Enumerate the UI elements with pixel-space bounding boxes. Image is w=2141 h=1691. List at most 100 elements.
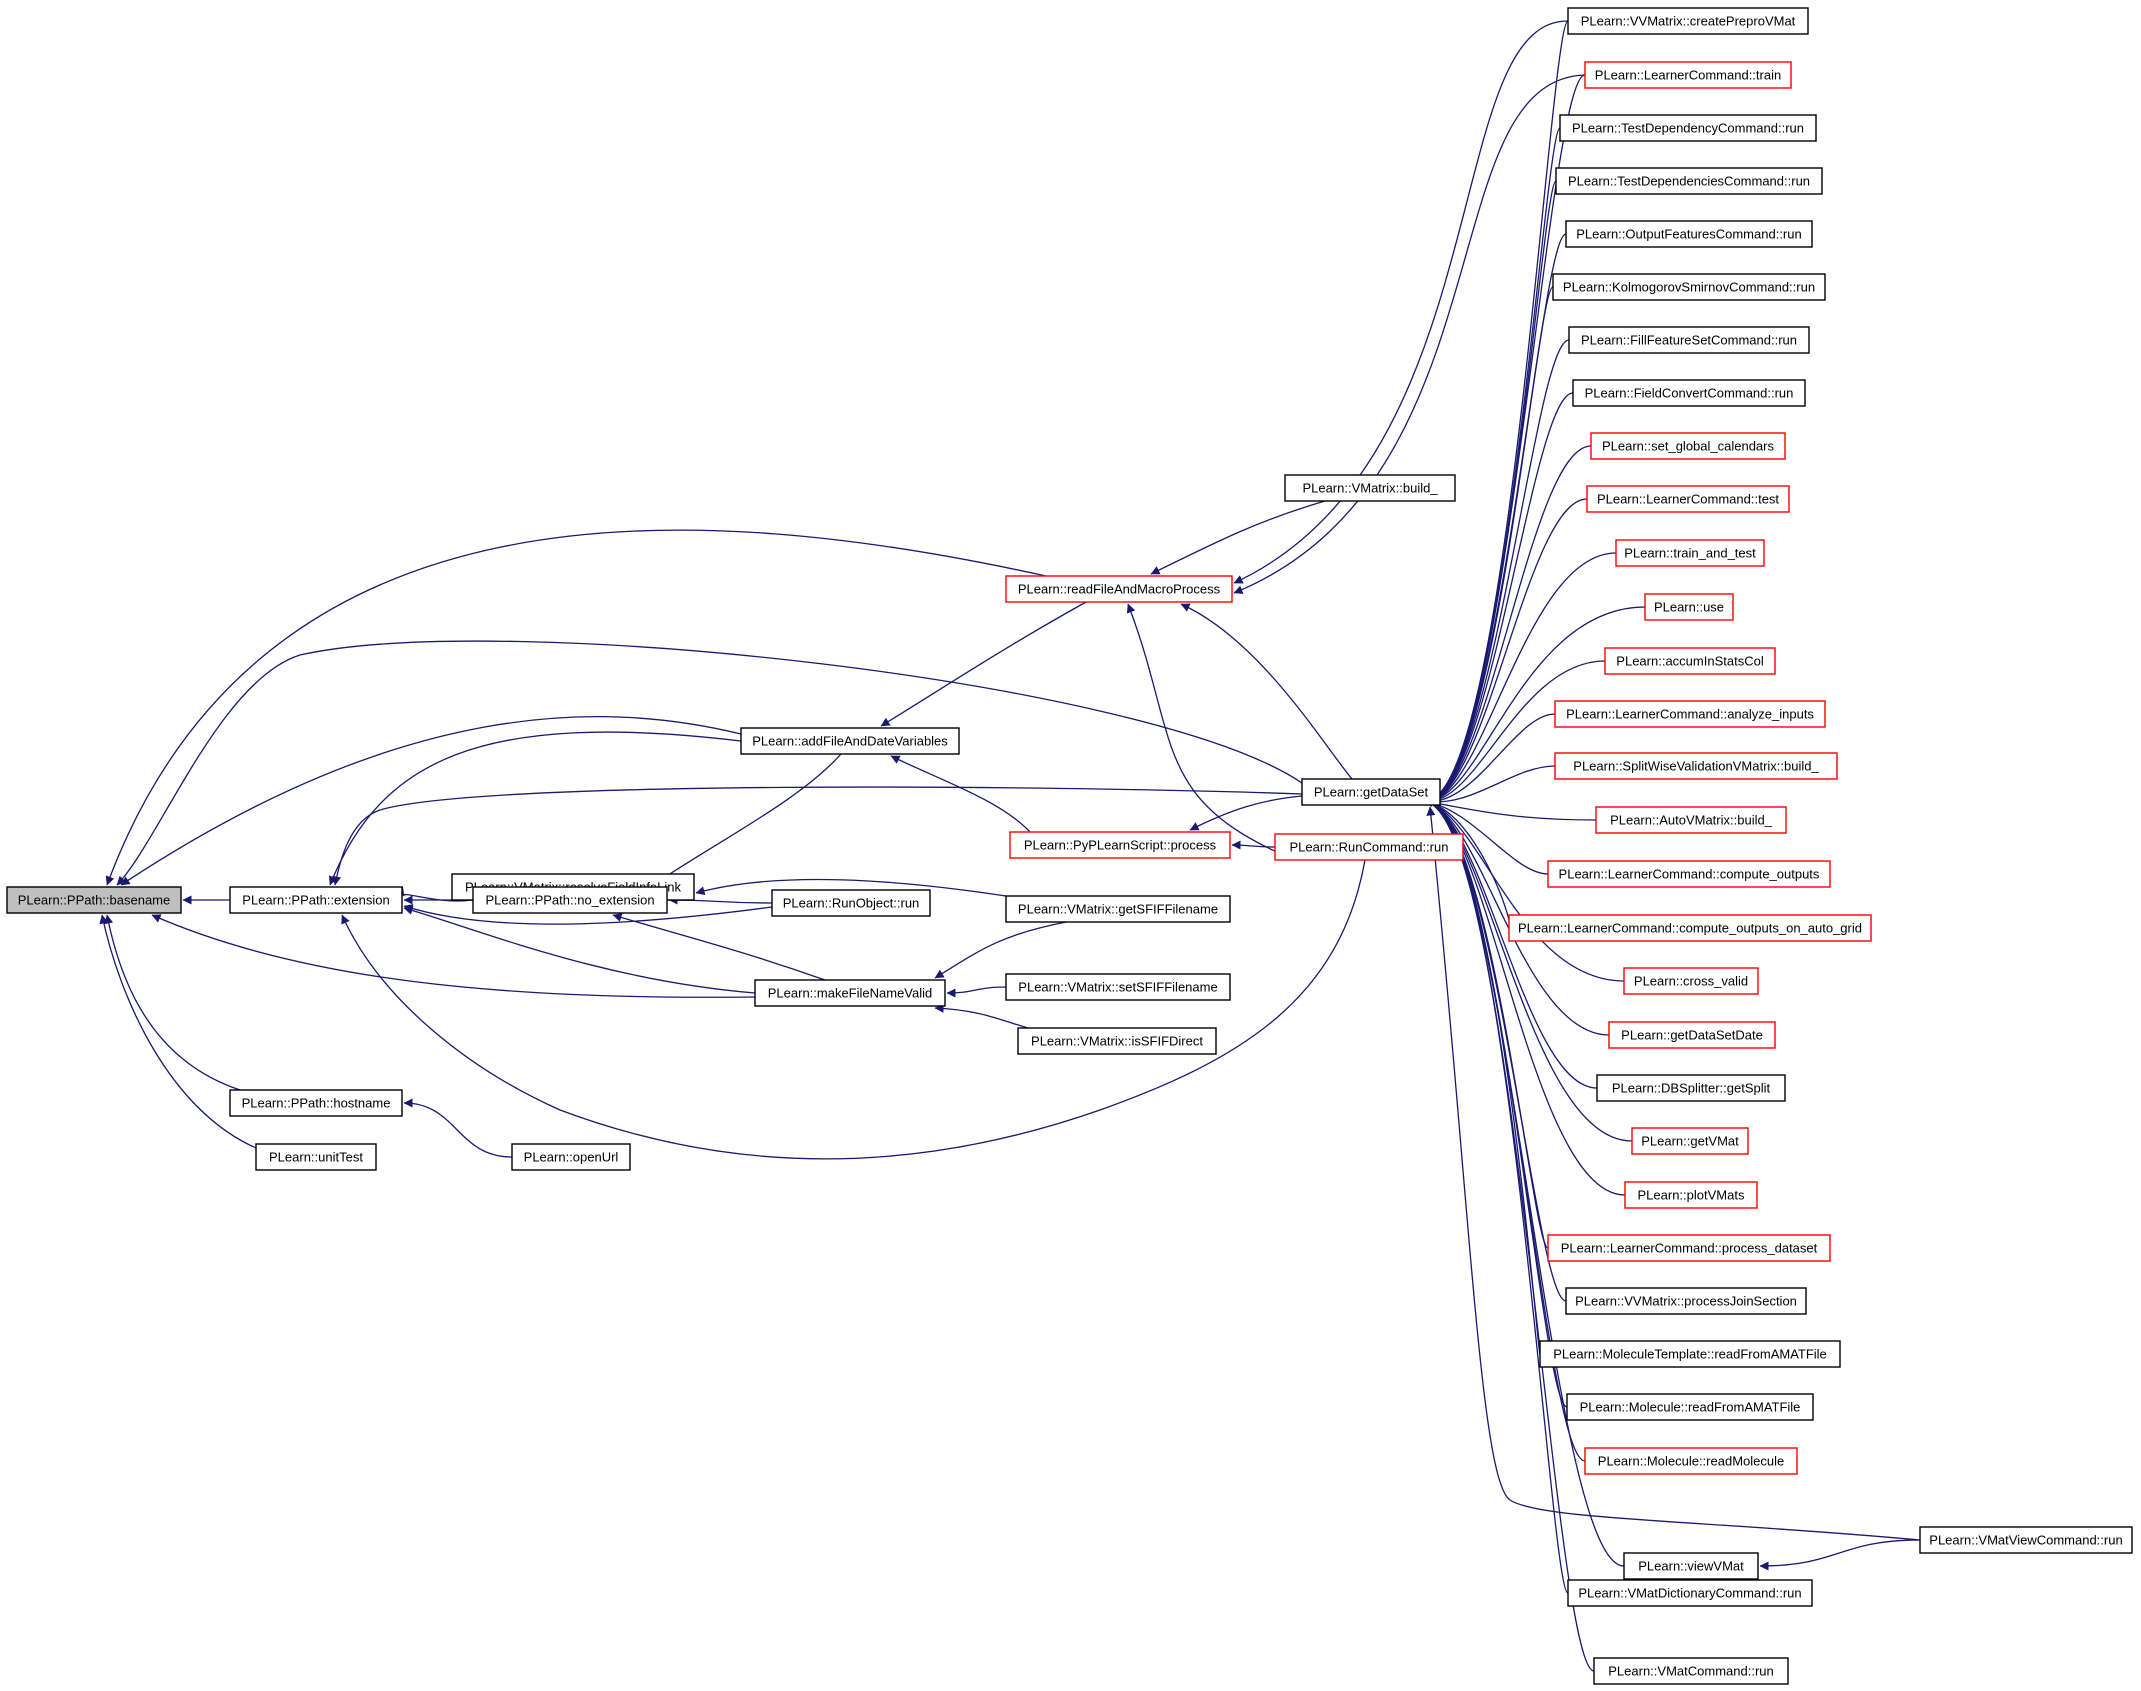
- call-edge: [1423, 713, 1556, 807]
- node-box: [1554, 700, 1826, 728]
- node-label: PLearn::set_global_calendars: [1602, 439, 1775, 454]
- node-autovmatrix-build-[interactable]: PLearn::AutoVMatrix::build_: [1595, 806, 1787, 834]
- node-issfifdirect[interactable]: PLearn::VMatrix::isSFIFDirect: [1017, 1027, 1217, 1055]
- node-box: [1623, 967, 1759, 995]
- node-accuminstatscol[interactable]: PLearn::accumInStatsCol: [1604, 647, 1776, 675]
- node-label: PLearn::LearnerCommand::compute_outputs: [1559, 867, 1820, 882]
- node-getvmat[interactable]: PLearn::getVMat: [1631, 1127, 1749, 1155]
- node-box: [255, 1143, 377, 1171]
- call-edge: [1759, 1539, 1921, 1571]
- node-box: [1624, 1181, 1758, 1209]
- call-edge: [1423, 445, 1592, 807]
- node-testdependenciescommand-run[interactable]: PLearn::TestDependenciesCommand::run: [1555, 167, 1823, 195]
- node-analyze-inputs[interactable]: PLearn::LearnerCommand::analyze_inputs: [1554, 700, 1826, 728]
- node-cross-valid[interactable]: PLearn::cross_valid: [1623, 967, 1759, 995]
- call-edge: [1423, 797, 1567, 1302]
- call-edge: [332, 786, 1303, 886]
- node-box: [229, 886, 403, 914]
- node-box: [1547, 1234, 1831, 1262]
- node-molecule-readfromamatfile[interactable]: PLearn::Molecule::readFromAMATFile: [1566, 1393, 1814, 1421]
- node-getdataset[interactable]: PLearn::getDataSet: [1301, 778, 1441, 806]
- node-learnercommand-test[interactable]: PLearn::LearnerCommand::test: [1586, 485, 1790, 513]
- call-edge: [341, 859, 1366, 1160]
- node-viewvmat[interactable]: PLearn::viewVMat: [1623, 1552, 1759, 1580]
- node-readmolecule[interactable]: PLearn::Molecule::readMolecule: [1584, 1447, 1798, 1475]
- node-label: PLearn::FillFeatureSetCommand::run: [1581, 333, 1797, 348]
- node-label: PLearn::PPath::basename: [18, 893, 171, 908]
- node-runcommand-run[interactable]: PLearn::RunCommand::run: [1274, 833, 1464, 861]
- node-vmatdictionarycommand-run[interactable]: PLearn::VMatDictionaryCommand::run: [1567, 1579, 1813, 1607]
- node-setsfiffilename[interactable]: PLearn::VMatrix::setSFIFFilename: [1005, 973, 1231, 1001]
- call-edge: [1423, 552, 1617, 807]
- node-pyplearnscript-process[interactable]: PLearn::PyPLearnScript::process: [1009, 831, 1231, 859]
- node-box: [1919, 1526, 2133, 1554]
- node-testdependencycommand-run[interactable]: PLearn::TestDependencyCommand::run: [1559, 114, 1817, 142]
- node-box: [1593, 1657, 1789, 1685]
- call-edge: [329, 731, 742, 886]
- node-label: PLearn::LearnerCommand::analyze_inputs: [1566, 707, 1814, 722]
- node-no-extension[interactable]: PLearn::PPath::no_extension: [472, 886, 668, 914]
- node-getdatasetdate[interactable]: PLearn::getDataSetDate: [1608, 1021, 1776, 1049]
- node-compute-outputs-on-auto-grid[interactable]: PLearn::LearnerCommand::compute_outputs_…: [1508, 914, 1872, 942]
- node-box: [1274, 833, 1464, 861]
- call-edge: [1423, 797, 1598, 1089]
- node-label: PLearn::SplitWiseValidationVMatrix::buil…: [1573, 759, 1819, 774]
- node-vmatviewcommand-run[interactable]: PLearn::VMatViewCommand::run: [1919, 1526, 2133, 1554]
- node-moleculetemplate-readfromamatfile[interactable]: PLearn::MoleculeTemplate::readFromAMATFi…: [1539, 1340, 1841, 1368]
- node-outputfeaturescommand-run[interactable]: PLearn::OutputFeaturesCommand::run: [1565, 220, 1813, 248]
- node-label: PLearn::VMatrix::build_: [1302, 481, 1438, 496]
- node-box: [1301, 778, 1441, 806]
- node-box: [1631, 1127, 1749, 1155]
- node-box: [1565, 1287, 1807, 1315]
- node-unittest[interactable]: PLearn::unitTest: [255, 1143, 377, 1171]
- node-readfileandmacroprocess[interactable]: PLearn::readFileAndMacroProcess: [1005, 575, 1233, 603]
- edge-layer: [99, 20, 1921, 1672]
- call-edge: [104, 914, 241, 1091]
- node-createpreprovmat[interactable]: PLearn::VVMatrix::createPreproVMat: [1567, 7, 1809, 35]
- node-box: [1547, 860, 1831, 888]
- node-fillfeaturesetcommand-run[interactable]: PLearn::FillFeatureSetCommand::run: [1568, 326, 1810, 354]
- node-fieldconvertcommand-run[interactable]: PLearn::FieldConvertCommand::run: [1572, 379, 1806, 407]
- node-label: PLearn::getDataSetDate: [1621, 1028, 1763, 1043]
- call-edge: [1150, 500, 1326, 575]
- node-box: [1572, 379, 1806, 407]
- node-runobject-run[interactable]: PLearn::RunObject::run: [771, 889, 931, 917]
- node-box: [1584, 1447, 1798, 1475]
- node-compute-outputs[interactable]: PLearn::LearnerCommand::compute_outputs: [1547, 860, 1831, 888]
- node-box: [472, 886, 668, 914]
- node-box: [1615, 539, 1765, 567]
- node-box: [740, 727, 960, 755]
- node-set-global-calendars[interactable]: PLearn::set_global_calendars: [1590, 432, 1786, 460]
- call-edge: [652, 753, 842, 886]
- call-edge: [1423, 392, 1574, 807]
- node-makefilenamevalid[interactable]: PLearn::makeFileNameValid: [754, 979, 946, 1007]
- node-openurl[interactable]: PLearn::openUrl: [511, 1143, 631, 1171]
- call-edge: [116, 640, 1303, 886]
- node-layer: PLearn::PPath::basename PLearn::PPath::ex…: [6, 7, 2133, 1685]
- node-process-dataset[interactable]: PLearn::LearnerCommand::process_dataset: [1547, 1234, 1831, 1262]
- node-box: [6, 886, 182, 914]
- node-vmatcommand-run[interactable]: PLearn::VMatCommand::run: [1593, 1657, 1789, 1685]
- node-box: [1623, 1552, 1759, 1580]
- node-hostname[interactable]: PLearn::PPath::hostname: [229, 1089, 403, 1117]
- node-label: PLearn::use: [1654, 600, 1724, 615]
- node-dbsplitter-getsplit[interactable]: PLearn::DBSplitter::getSplit: [1596, 1074, 1786, 1102]
- node-vmatrix-build-[interactable]: PLearn::VMatrix::build_: [1284, 474, 1456, 502]
- node-getsfiffilename[interactable]: PLearn::VMatrix::getSFIFFilename: [1005, 895, 1231, 923]
- node-addfileanddatevariables[interactable]: PLearn::addFileAndDateVariables: [740, 727, 960, 755]
- node-train-and-test[interactable]: PLearn::train_and_test: [1615, 539, 1765, 567]
- node-kolmogorovsmirnovcommand-run[interactable]: PLearn::KolmogorovSmirnovCommand::run: [1552, 273, 1826, 301]
- call-edge: [151, 914, 756, 998]
- node-learnercommand-train[interactable]: PLearn::LearnerCommand::train: [1584, 61, 1792, 89]
- node-processjoinsection[interactable]: PLearn::VVMatrix::processJoinSection: [1565, 1287, 1807, 1315]
- node-splitwisevalidationvmatrix-build-[interactable]: PLearn::SplitWiseValidationVMatrix::buil…: [1554, 752, 1838, 780]
- node-label: PLearn::makeFileNameValid: [768, 986, 933, 1001]
- call-edge: [934, 921, 1067, 979]
- node-use[interactable]: PLearn::use: [1644, 593, 1734, 621]
- node-label: PLearn::Molecule::readMolecule: [1598, 1454, 1784, 1469]
- node-label: PLearn::RunCommand::run: [1290, 840, 1449, 855]
- node-extension[interactable]: PLearn::PPath::extension: [229, 886, 403, 914]
- node-box: [1005, 895, 1231, 923]
- call-edge: [395, 886, 473, 902]
- node-plotvmats[interactable]: PLearn::plotVMats: [1624, 1181, 1758, 1209]
